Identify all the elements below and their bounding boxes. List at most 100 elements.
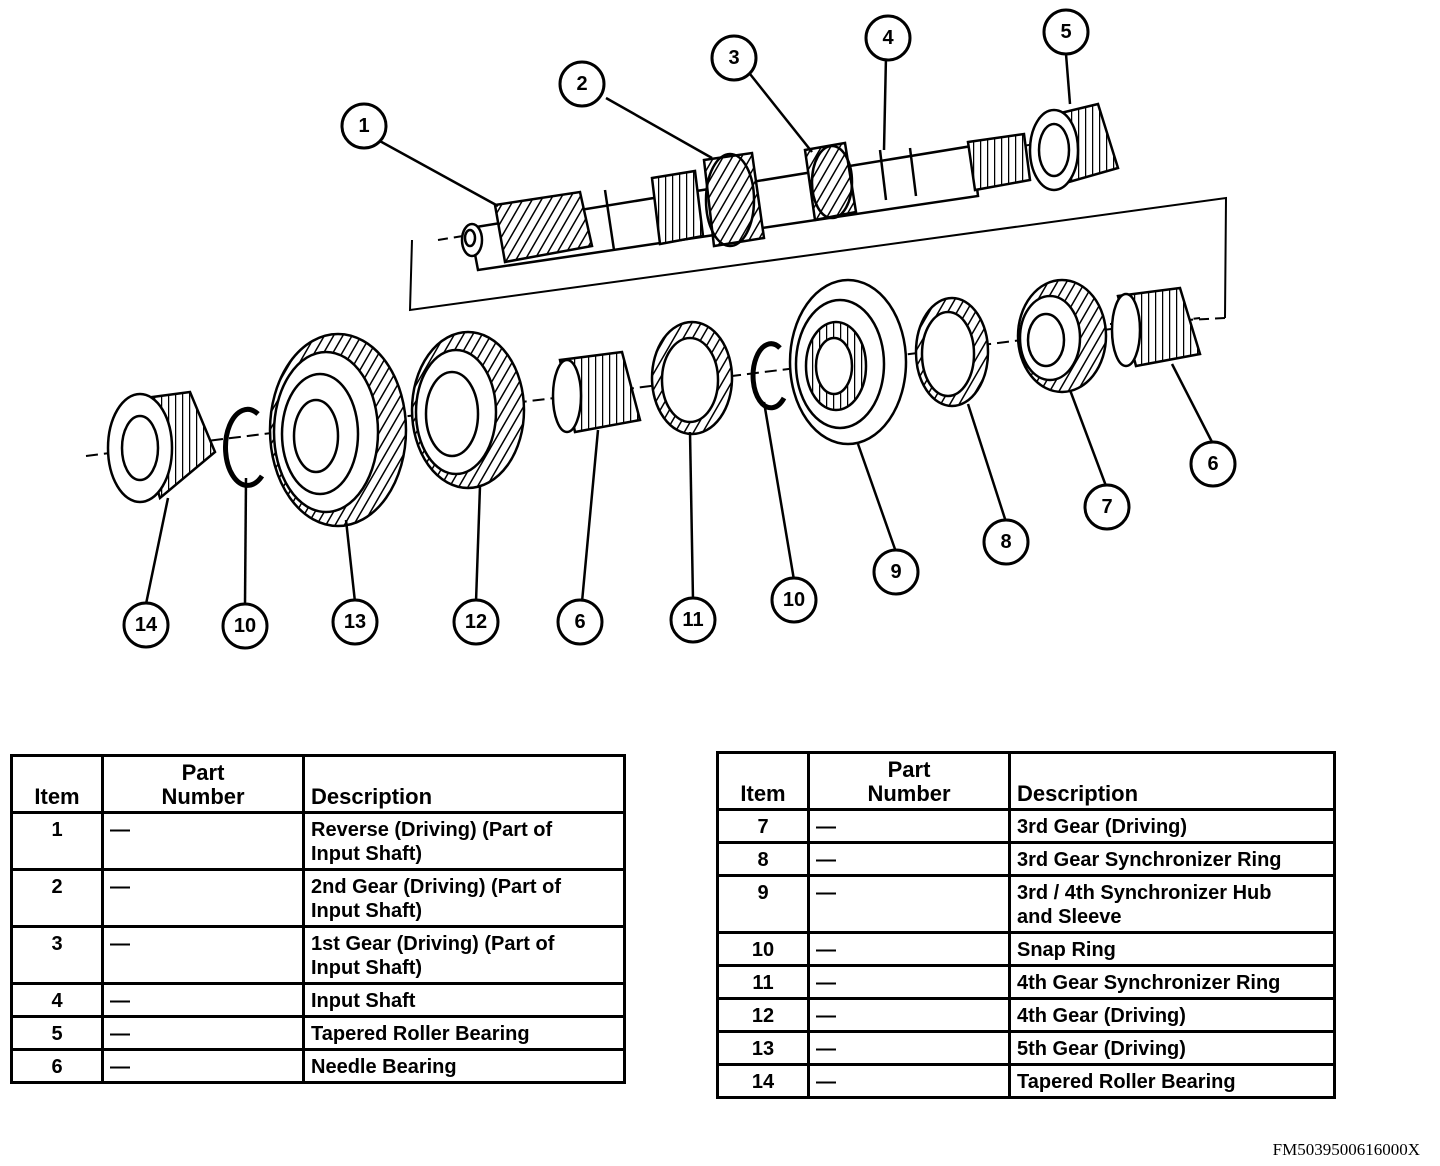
callout-10-right: 10 bbox=[770, 576, 818, 624]
part-number-cell: — bbox=[807, 964, 1011, 1000]
part-number-cell: — bbox=[807, 1063, 1011, 1099]
item-cell: 7 bbox=[716, 808, 810, 844]
fourth-gear-12 bbox=[410, 330, 526, 490]
svg-text:1: 1 bbox=[358, 115, 369, 137]
callout-10-left: 10 bbox=[221, 602, 269, 650]
description-cell: Needle Bearing bbox=[302, 1048, 626, 1084]
table-row: 10— Snap Ring bbox=[716, 931, 1336, 967]
description-line: Reverse (Driving) (Part of bbox=[311, 819, 553, 841]
description-line: 3rd Gear Synchronizer Ring bbox=[1017, 849, 1282, 871]
item-cell: 2 bbox=[10, 868, 104, 928]
description-header: Description bbox=[1008, 751, 1336, 811]
callout-2: 2 bbox=[558, 60, 606, 108]
table-row: 4—Input Shaft bbox=[10, 982, 626, 1018]
description-line: Input Shaft) bbox=[311, 843, 423, 865]
needle-bearing-6-left bbox=[551, 350, 642, 434]
exploded-gear-diagram: 1 2 3 4 5 6 7 8 9 10 11 12 13 14 6 10 bbox=[85, 8, 1237, 650]
svg-text:12: 12 bbox=[465, 611, 487, 633]
callout-9: 9 bbox=[872, 548, 920, 596]
description-header: Description bbox=[302, 754, 626, 814]
item-cell: 12 bbox=[716, 997, 810, 1033]
table-row: 6— Needle Bearing bbox=[10, 1048, 626, 1084]
description-line: 3rd / 4th Synchronizer Hub bbox=[1017, 882, 1272, 904]
part-number-cell: — bbox=[101, 982, 305, 1018]
description-line: Needle Bearing bbox=[311, 1056, 457, 1078]
part-number-cell: — bbox=[101, 811, 305, 871]
svg-text:10: 10 bbox=[234, 615, 256, 637]
description-line: and Sleeve bbox=[1017, 906, 1122, 928]
description-cell: Tapered Roller Bearing bbox=[1008, 1063, 1336, 1099]
description-line: 3rd Gear (Driving) bbox=[1017, 816, 1188, 838]
part-number-cell: — bbox=[807, 931, 1011, 967]
item-cell: 14 bbox=[716, 1063, 810, 1099]
callout-7: 7 bbox=[1083, 483, 1131, 531]
table-row: 14— Tapered Roller Bearing bbox=[716, 1063, 1336, 1099]
svg-text:14: 14 bbox=[135, 614, 158, 636]
description-line: 4th Gear (Driving) bbox=[1017, 1005, 1186, 1027]
description-line: Tapered Roller Bearing bbox=[1017, 1071, 1236, 1093]
part-number-cell: — bbox=[807, 997, 1011, 1033]
description-line: 4th Gear Synchronizer Ring bbox=[1017, 972, 1281, 994]
callout-5: 5 bbox=[1042, 8, 1090, 56]
item-cell: 10 bbox=[716, 931, 810, 967]
lower-exploded-parts bbox=[85, 278, 1202, 528]
part-number-cell: — bbox=[101, 925, 305, 985]
callout-8: 8 bbox=[982, 518, 1030, 566]
figure-code: FM5039500616000X bbox=[1272, 1140, 1420, 1159]
table-row: 13— 5th Gear (Driving) bbox=[716, 1030, 1336, 1066]
callout-11: 11 bbox=[669, 596, 717, 644]
needle-bearing-6-right bbox=[1110, 286, 1202, 368]
item-cell: 1 bbox=[10, 811, 104, 871]
part-number-cell: — bbox=[807, 808, 1011, 844]
svg-text:13: 13 bbox=[344, 611, 366, 633]
leader-lines bbox=[144, 53, 1214, 605]
item-cell: 9 bbox=[716, 874, 810, 934]
description-line: 5th Gear (Driving) bbox=[1017, 1038, 1186, 1060]
part-number-cell: — bbox=[807, 841, 1011, 877]
description-cell: Snap Ring bbox=[1008, 931, 1336, 967]
description-cell: 4th Gear Synchronizer Ring bbox=[1008, 964, 1336, 1000]
callout-13: 13 bbox=[331, 598, 379, 646]
svg-text:8: 8 bbox=[1000, 531, 1011, 553]
svg-text:11: 11 bbox=[682, 609, 703, 631]
callout-12: 12 bbox=[452, 598, 500, 646]
synchronizer-hub-sleeve-9 bbox=[788, 278, 908, 446]
svg-text:7: 7 bbox=[1101, 496, 1112, 518]
part-number-cell: — bbox=[807, 1030, 1011, 1066]
synchronizer-ring-11 bbox=[650, 320, 734, 436]
description-line: Snap Ring bbox=[1017, 939, 1116, 961]
table-row: 11—4th Gear Synchronizer Ring bbox=[716, 964, 1336, 1000]
part-number-cell: — bbox=[101, 1048, 305, 1084]
item-cell: 5 bbox=[10, 1015, 104, 1051]
description-cell: 3rd Gear (Driving) bbox=[1008, 808, 1336, 844]
svg-text:2: 2 bbox=[576, 73, 587, 95]
table-row: 5—Tapered Roller Bearing bbox=[10, 1015, 626, 1051]
svg-text:3: 3 bbox=[728, 47, 739, 69]
callout-6-left: 6 bbox=[556, 598, 604, 646]
description-cell: Input Shaft bbox=[302, 982, 626, 1018]
item-cell: 6 bbox=[10, 1048, 104, 1084]
svg-text:4: 4 bbox=[882, 27, 894, 49]
table-row: 12— 4th Gear (Driving) bbox=[716, 997, 1336, 1033]
description-cell: 5th Gear (Driving) bbox=[1008, 1030, 1336, 1066]
fifth-gear-13 bbox=[268, 332, 408, 528]
part-number-cell: — bbox=[101, 1015, 305, 1051]
callout-1: 1 bbox=[340, 102, 388, 150]
callout-14: 14 bbox=[122, 601, 170, 649]
item-cell: 13 bbox=[716, 1030, 810, 1066]
item-cell: 4 bbox=[10, 982, 104, 1018]
input-shaft-assembly bbox=[408, 102, 1228, 325]
